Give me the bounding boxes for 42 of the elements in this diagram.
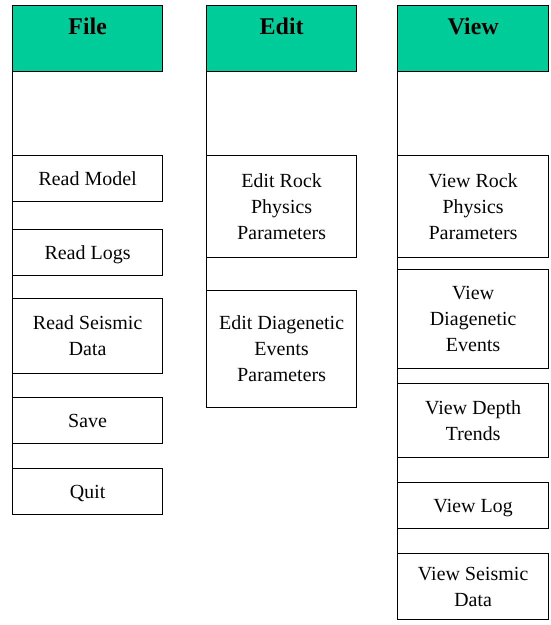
connector-line [206, 258, 207, 290]
menu-item-label: Read Model [38, 166, 137, 192]
menu-item-label: View Seismic Data [416, 562, 530, 612]
menu-item-box [12, 155, 163, 202]
menu-title: View [447, 13, 499, 42]
menu-header [397, 5, 549, 72]
menu-item-box [12, 229, 163, 276]
connector-line [397, 458, 398, 482]
menu-item-label: Save [68, 408, 107, 434]
menu-header [12, 5, 163, 72]
menu-item-label: Quit [70, 480, 106, 504]
connector-line [397, 72, 398, 156]
menu-item-label: View Log [433, 494, 513, 518]
menu-item-box [12, 468, 163, 515]
menu-item-box [397, 553, 549, 620]
menu-item-label: Read Logs [44, 240, 131, 266]
menu-item-label: Edit Rock Physics Parameters [236, 168, 327, 246]
menu-item-box [397, 482, 549, 529]
menu-item-label: View Rock Physics Parameters [427, 168, 519, 246]
menu-item-label: Read Seismic Data [32, 311, 144, 362]
menu-item-box [397, 269, 549, 369]
connector-line [397, 368, 398, 384]
connector-line [12, 202, 13, 230]
connector-line [397, 528, 398, 554]
connector-line [12, 72, 13, 156]
menu-item-box [206, 155, 357, 258]
menu-item-box [206, 290, 357, 408]
connector-line [397, 258, 398, 270]
connector-line [12, 276, 13, 298]
menu-item-box [397, 383, 549, 458]
menu-title: File [68, 13, 107, 42]
menu-header [206, 5, 357, 72]
menu-item-box [12, 298, 163, 374]
menu-title: Edit [259, 13, 304, 42]
connector-line [206, 72, 207, 156]
connector-line [12, 374, 13, 398]
menu-item-label: View Depth Trends [424, 396, 522, 446]
menu-item-label: Edit Diagenetic Events Parameters [218, 311, 345, 388]
menu-item-box [397, 155, 549, 258]
menu-item-box [12, 397, 163, 444]
menu-item-label: View Diagenetic Events [428, 281, 518, 358]
connector-line [12, 444, 13, 468]
